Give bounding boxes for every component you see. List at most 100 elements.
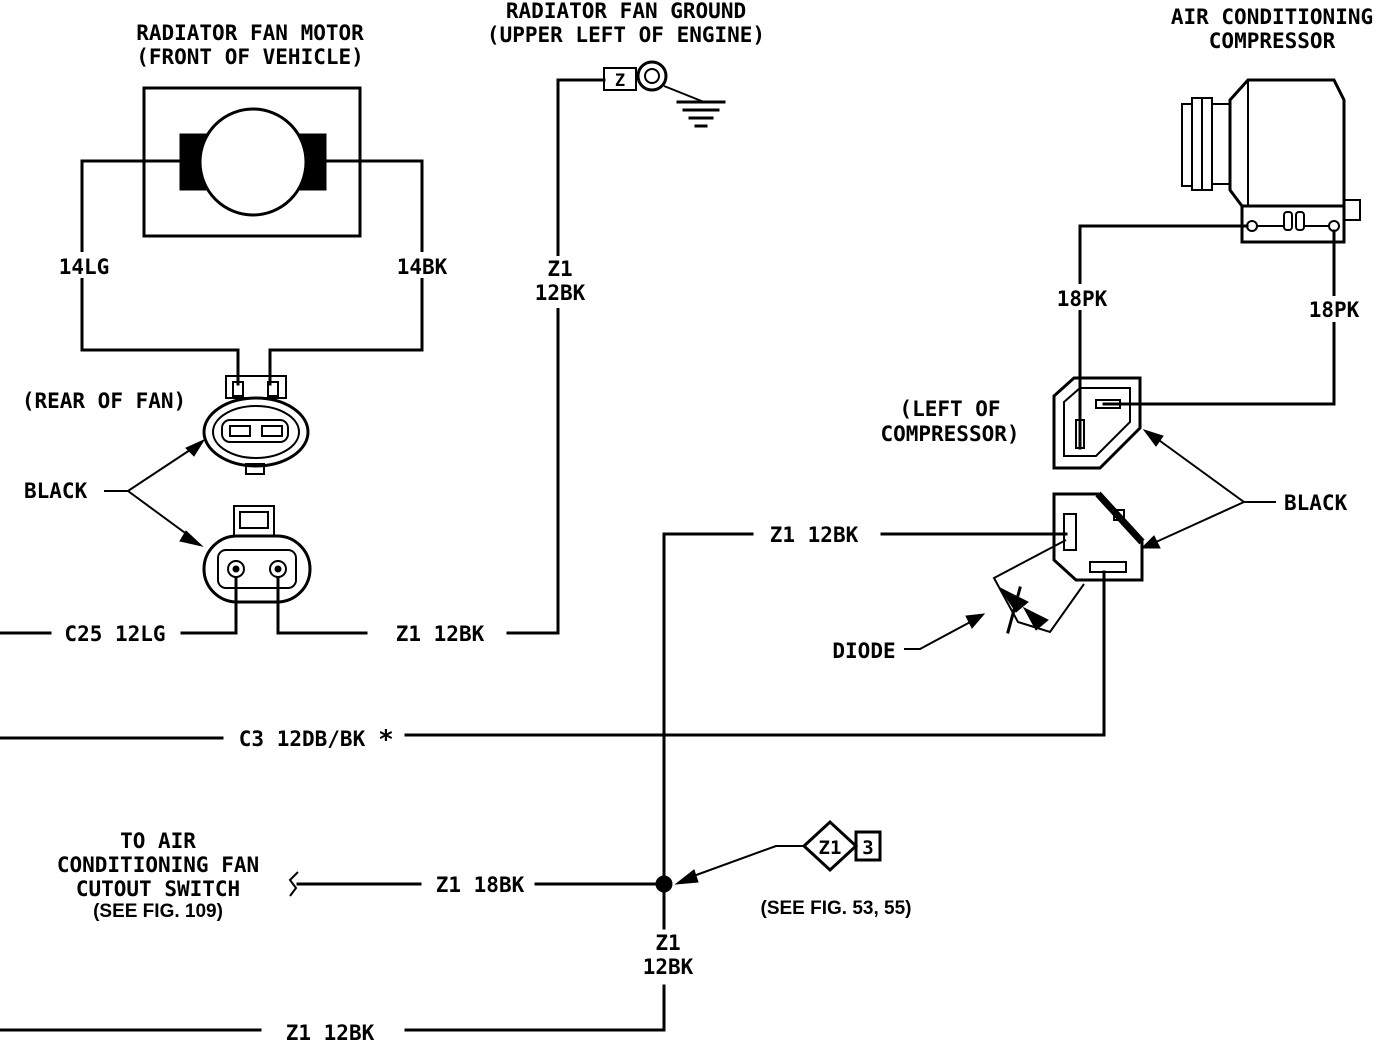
wire-14lg-label: 14LG [59, 255, 110, 279]
compressor-title: AIR CONDITIONING [1171, 5, 1373, 29]
black-left-arrowhead-upper [185, 438, 206, 457]
compressor-diode-connector-pin-2 [1089, 561, 1127, 573]
compressor-connector-label-2: COMPRESSOR) [880, 422, 1019, 446]
wire-z1-upper-vertical [662, 532, 754, 886]
splice-reference: Z1 3 (SEE FIG. 53, 55) [674, 819, 912, 919]
wire-18pk-right [1102, 229, 1336, 406]
connector-break-symbol [288, 871, 299, 897]
diode-triangle-upper [998, 586, 1029, 613]
compressor-hub [1211, 103, 1231, 185]
compressor-body [1228, 78, 1346, 208]
wire-14lg [80, 159, 240, 386]
ground-eyelet-inner [644, 68, 660, 84]
wire-z1-bottom-label: Z1 12BK [286, 1021, 375, 1044]
ground-terminal-tab [603, 67, 637, 91]
wire-18pk-right-label: 18PK [1309, 298, 1360, 322]
splice-ref-leader [687, 845, 804, 879]
diode-arrowhead [965, 613, 986, 629]
compressor-connector-male [1052, 376, 1142, 470]
ground-eyelet [636, 60, 668, 92]
black-left-arrow-lower [127, 490, 193, 539]
black-label-right: BLACK [1284, 491, 1348, 515]
compressor-connector-label-1: (LEFT OF [899, 397, 1000, 421]
black-left-arrowhead-lower [179, 530, 204, 547]
fan-motor-location: (FRONT OF VEHICLE) [136, 45, 364, 69]
compressor-diode-connector-latch [1095, 491, 1145, 545]
cutout-line-2: CONDITIONING FAN [57, 853, 259, 877]
fan-ground-location: (UPPER LEFT OF ENGINE) [487, 23, 765, 47]
black-label-left: BLACK [24, 479, 88, 503]
fan-motor-title: RADIATOR FAN MOTOR [136, 21, 364, 45]
compressor-coil-1 [1283, 211, 1293, 231]
fan-connector-male [202, 375, 310, 475]
black-right-arrow-lower [1155, 501, 1245, 543]
black-right-arrowhead-lower [1140, 535, 1161, 549]
compressor-pulley-2 [1191, 97, 1203, 191]
wire-z1-ground-gauge: 12BK [535, 281, 586, 305]
wire-splice-down-bottom [404, 984, 666, 1032]
black-right-arrowhead-upper [1142, 429, 1164, 447]
wire-c25-right [180, 576, 238, 635]
diode-bar [1006, 586, 1022, 634]
fan-connector-label: (REAR OF FAN) [22, 389, 186, 413]
wire-z1-fan-left [276, 576, 368, 635]
fan-connector-female [202, 505, 312, 604]
wire-z1-upper-label: Z1 12BK [770, 523, 859, 547]
compressor-connector-pin-1 [1075, 419, 1085, 449]
ground-lead [663, 85, 705, 103]
wire-18pk-left [1078, 224, 1249, 450]
wire-14lg-gap [58, 252, 108, 278]
wire-18pk-left-gap [1052, 284, 1110, 310]
radiator-fan-ground: RADIATOR FAN GROUND (UPPER LEFT OF ENGIN… [487, 0, 765, 128]
compressor-connector-inner [1063, 387, 1131, 457]
compressor-pulley-1 [1181, 103, 1193, 187]
ground-terminal-letter: Z [615, 71, 625, 91]
splice-circuit: Z1 [819, 837, 842, 859]
wire-z1-ground-circuit: Z1 [547, 257, 572, 281]
wire-splice-down-circuit: Z1 [655, 931, 680, 955]
diode-symbol [992, 539, 1085, 634]
black-right-arrow-upper [1155, 437, 1276, 503]
cutout-line-4: (SEE FIG. 109) [93, 901, 223, 922]
wire-14bk-label: 14BK [397, 255, 448, 279]
black-left-arrow-upper [104, 445, 197, 492]
wire-c3-right [404, 570, 1106, 737]
wire-z1-ground-gap [532, 256, 586, 308]
diode-arrow [904, 619, 975, 650]
wire-splice-down-gauge: 12BK [643, 955, 694, 979]
wire-14bk-gap [396, 252, 450, 278]
wire-c3-marker: * [378, 725, 394, 755]
cutout-line-3: CUTOUT SWITCH [76, 877, 240, 901]
diode-triangle-lower [1022, 606, 1049, 631]
ac-compressor: AIR CONDITIONING COMPRESSOR [1171, 5, 1373, 244]
splice-number: 3 [862, 837, 873, 859]
splice-ref-note: (SEE FIG. 53, 55) [761, 898, 912, 919]
ac-fan-cutout-switch-reference: TO AIR CONDITIONING FAN CUTOUT SWITCH (S… [57, 829, 259, 922]
compressor-coil-2 [1295, 211, 1305, 231]
compressor-terminal-stud [1343, 199, 1361, 221]
compressor-diode-connector-pin-1 [1063, 513, 1077, 551]
diode-leads [992, 539, 1085, 634]
compressor-connector-pin-2 [1095, 399, 1121, 409]
wire-18pk-left-label: 18PK [1057, 287, 1108, 311]
compressor-connector-shell [1052, 376, 1142, 470]
compressor-connector-female [1052, 491, 1145, 582]
wire-18pk-right-gap [1306, 296, 1364, 322]
compressor-pulley-3 [1201, 97, 1213, 191]
wire-14bk [268, 159, 424, 386]
wire-z1-ground [506, 78, 606, 635]
compressor-terminal-block [1240, 204, 1346, 244]
compressor-diode-connector-shell [1052, 492, 1144, 582]
wire-z1-fan-label: Z1 12BK [396, 622, 485, 646]
wire-c3-label: C3 12DB/BK [239, 727, 366, 751]
fan-ground-title: RADIATOR FAN GROUND [506, 0, 746, 23]
wire-z1-18bk-label: Z1 18BK [436, 873, 525, 897]
compressor-diode-connector-lock [1113, 509, 1125, 521]
wire-c25-label: C25 12LG [64, 622, 165, 646]
cutout-line-1: TO AIR [120, 829, 196, 853]
splice-ref-arrowhead [674, 869, 699, 885]
fan-motor-armature [198, 107, 308, 217]
compressor-title-line2: COMPRESSOR [1209, 29, 1336, 53]
radiator-fan-motor: RADIATOR FAN MOTOR (FRONT OF VEHICLE) [136, 21, 364, 238]
